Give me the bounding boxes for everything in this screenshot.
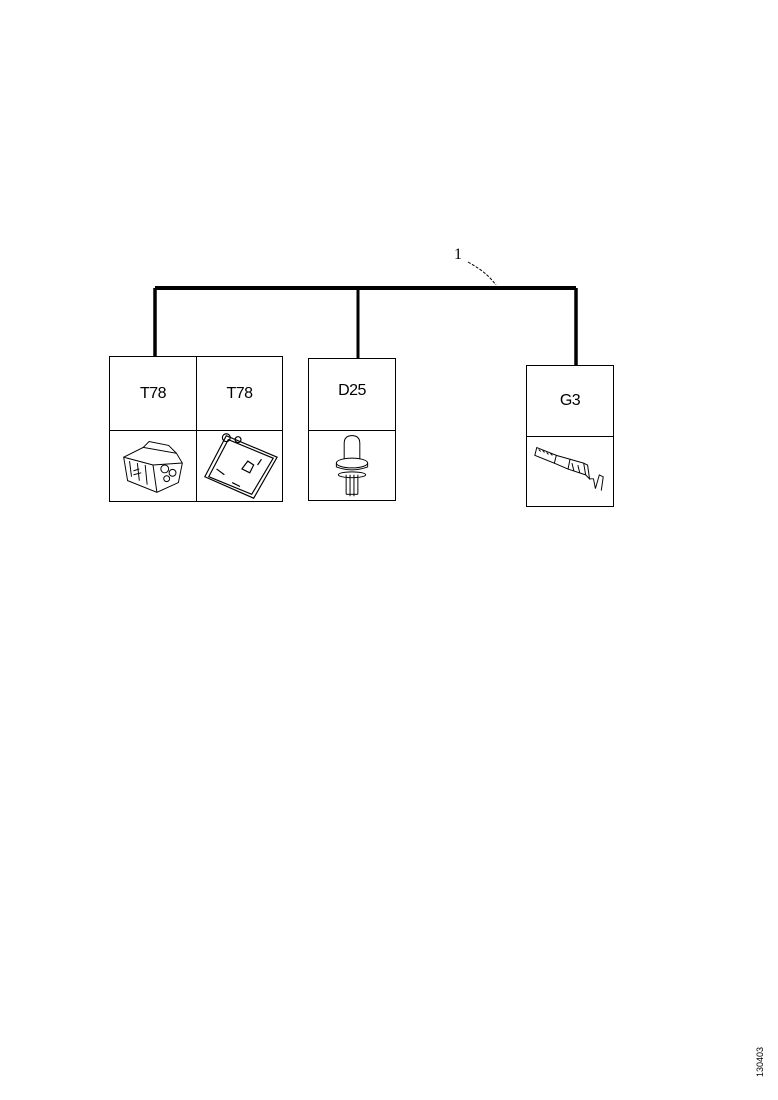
component-t78-housing: T78 — [109, 356, 197, 502]
component-code: D25 — [338, 381, 366, 399]
component-t78-plate: T78 — [196, 356, 283, 502]
component-code: G3 — [559, 392, 581, 409]
component-code: T78 — [139, 384, 167, 402]
component-code: T78 — [226, 384, 253, 402]
connector-plate-icon — [204, 433, 278, 499]
callout-number: 1 — [454, 246, 462, 263]
terminal-pin-icon — [534, 446, 604, 491]
connector-housing-icon — [123, 441, 183, 493]
component-d25: D25 — [308, 358, 396, 501]
component-g3: G3 — [526, 365, 614, 507]
callout-leader — [467, 261, 497, 286]
bulb-socket-icon — [335, 435, 369, 497]
reference-code: 130403 — [755, 1046, 765, 1078]
